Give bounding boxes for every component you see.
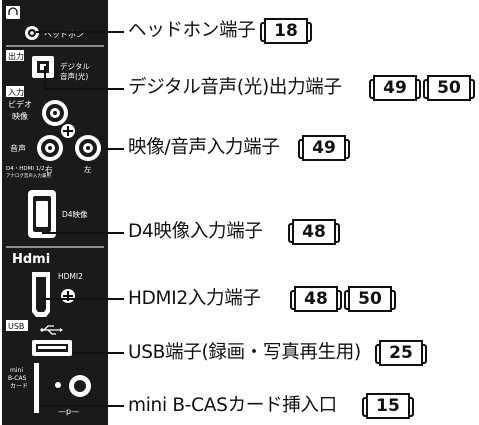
ground-terminal-icon — [61, 124, 75, 138]
audio-left-jack[interactable] — [75, 135, 101, 161]
page-ref-50[interactable]: 50 — [423, 75, 475, 101]
callout-mini-bcas: mini B-CASカード挿入口 — [128, 395, 337, 416]
digital-audio-label: デジタル — [60, 61, 90, 71]
headphone-icon — [8, 7, 18, 15]
usb-section-label: USB — [8, 322, 24, 331]
headphone-jack[interactable] — [6, 6, 39, 40]
callout-optical-output: デジタル音声(光)出力端子 — [128, 77, 342, 98]
leader-line-optical-h — [44, 88, 124, 90]
card-mark-label: —p— — [58, 407, 79, 416]
leader-line-card — [40, 405, 124, 407]
d4-port-label: D4映像 — [62, 209, 88, 219]
d4-shared-note-2: アナログ音声入力兼用 — [6, 172, 51, 179]
hdmi2-port[interactable] — [32, 272, 50, 317]
left-channel-label: 左 — [84, 164, 92, 174]
video-label: ビデオ — [8, 99, 32, 109]
hdmi-screw-icon — [61, 289, 75, 303]
digital-audio-label-2: 音声(光) — [60, 71, 88, 81]
leader-line-headphone — [36, 31, 124, 33]
callout-usb: USB端子(録画・写真再生用) — [128, 342, 361, 363]
page-ref-48[interactable]: 48 — [290, 286, 342, 312]
page-ref-18[interactable]: 18 — [260, 18, 312, 44]
leader-line-av — [101, 148, 124, 150]
page-ref-25[interactable]: 25 — [375, 340, 427, 366]
callout-hdmi2-input: HDMI2入力端子 — [128, 288, 261, 309]
input-section-label: 入力 — [8, 87, 24, 97]
page-ref-48[interactable]: 48 — [288, 219, 340, 245]
video-input-jack[interactable] — [42, 100, 68, 126]
input-section-tag — [6, 86, 24, 97]
leader-line-hdmi — [41, 298, 124, 300]
headphone-port-label: ヘッドホン — [44, 30, 84, 39]
video-label-2: 映像 — [12, 111, 28, 121]
optical-output-port[interactable] — [32, 56, 54, 78]
usb-section-tag — [6, 320, 28, 331]
hdmi-logo: Hdmi — [12, 252, 50, 267]
audio-right-jack[interactable] — [37, 135, 63, 161]
usb-port[interactable] — [32, 340, 72, 356]
callout-d4-input: D4映像入力端子 — [128, 221, 263, 242]
mini-bcas-slot[interactable] — [34, 363, 39, 413]
hdmi2-port-label: HDMI2 — [58, 272, 83, 281]
d4-video-port[interactable] — [28, 190, 56, 238]
leader-line-optical — [44, 66, 46, 89]
page-ref-49[interactable]: 49 — [369, 75, 421, 101]
d4-shared-note: D4・HDMI 1/2 — [6, 166, 45, 172]
page-ref-50[interactable]: 50 — [344, 286, 396, 312]
leader-line-d4 — [42, 232, 124, 234]
page-ref-49[interactable]: 49 — [298, 135, 350, 161]
connector-panel: ヘッドホン 出力 デジタル 音声(光) 入力 ビデオ 映像 音声 右 左 D4・… — [2, 0, 108, 425]
callout-headphone: ヘッドホン端子 — [128, 20, 256, 41]
card-eject-button[interactable] — [69, 375, 91, 397]
mini-bcas-label-2: B-CAS — [8, 375, 27, 382]
usb-trident-icon — [40, 325, 63, 335]
output-section-label: 出力 — [8, 51, 24, 61]
output-section-tag — [6, 50, 24, 61]
page-ref-15[interactable]: 15 — [362, 393, 414, 419]
callout-av-input: 映像/音声入力端子 — [128, 137, 280, 158]
mini-bcas-label-3: カード — [10, 383, 28, 390]
card-indicator-icon — [55, 382, 61, 388]
leader-line-usb — [72, 352, 124, 354]
mini-bcas-label: mini — [10, 367, 23, 374]
audio-label: 音声 — [10, 143, 26, 153]
right-channel-label: 右 — [45, 164, 53, 174]
